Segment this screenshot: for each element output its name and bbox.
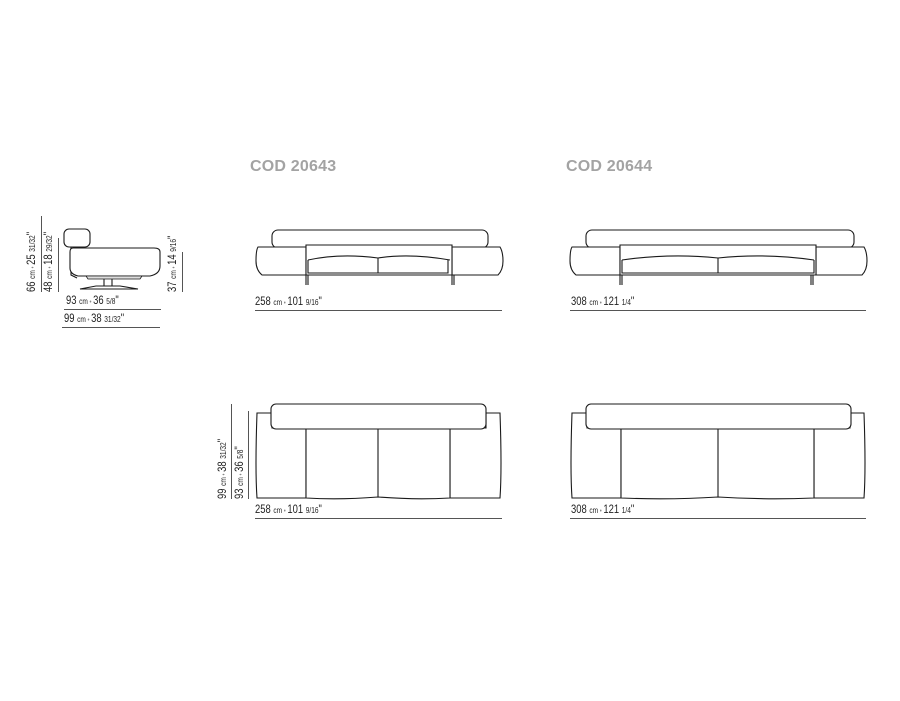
dim-depth-total: 99 cm•38 31/32" bbox=[64, 313, 125, 325]
dim-line-depth-total bbox=[62, 327, 160, 328]
dim-depth-seat: 93 cm•36 5/8" bbox=[66, 295, 119, 307]
model-code-20643: COD 20643 bbox=[250, 158, 337, 175]
dim-line-depth-seat bbox=[64, 309, 161, 310]
dim-line-height-seat bbox=[182, 252, 183, 292]
dim-line-front-20644 bbox=[570, 310, 866, 311]
dim-width-front-20644: 308 cm•121 1/4" bbox=[571, 296, 635, 308]
dim-line-front-20643 bbox=[255, 310, 502, 311]
dim-width-top-20643: 258 cm•101 9/16" bbox=[255, 504, 322, 516]
dim-line-height-arm bbox=[58, 238, 59, 292]
dim-line-top-20644 bbox=[570, 518, 866, 519]
dim-width-front-20643: 258 cm•101 9/16" bbox=[255, 296, 322, 308]
dim-line-depth-inner-20643 bbox=[248, 411, 249, 499]
dim-line-depth-outer-20643 bbox=[231, 404, 232, 499]
model-code-20644: COD 20644 bbox=[566, 158, 653, 175]
dim-width-top-20644: 308 cm•121 1/4" bbox=[571, 504, 635, 516]
dim-line-height-total bbox=[41, 216, 42, 292]
dim-line-top-20643 bbox=[255, 518, 502, 519]
